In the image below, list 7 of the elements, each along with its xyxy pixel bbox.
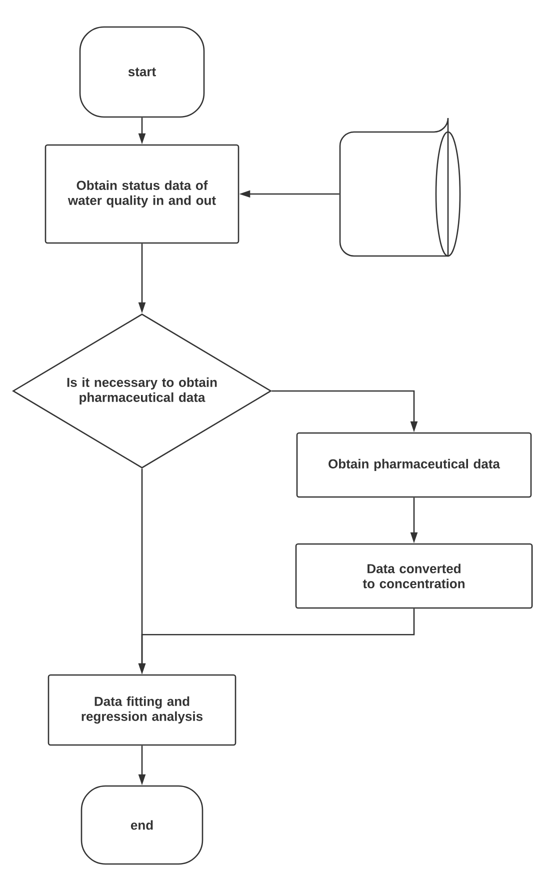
- database-cylinder: [339, 117, 461, 257]
- process-box: Data converted to concentration: [295, 543, 533, 609]
- end-terminal: end: [80, 785, 204, 865]
- process-box: Obtain pharmaceutical data: [296, 432, 532, 498]
- process-box: Obtain status data of water quality in and out: [44, 144, 240, 244]
- process-box: Data fitting and regression analysis: [48, 674, 236, 746]
- start-terminal: start: [79, 26, 205, 118]
